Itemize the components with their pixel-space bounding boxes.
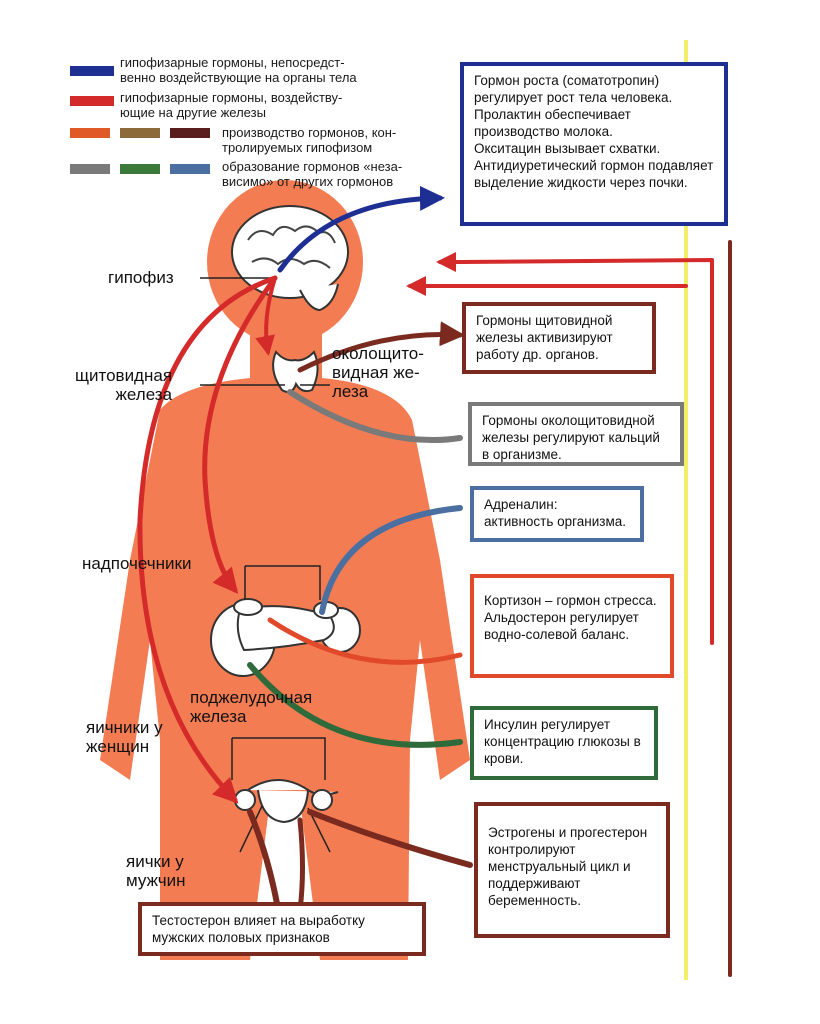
label-testes: яички у мужчин <box>126 852 186 890</box>
label-pituitary: гипофиз <box>108 268 174 287</box>
legend-independent-text: образование гормонов «неза- висимо» от д… <box>222 159 403 189</box>
box-parathyroid-hormones: Гормоны околощитовидной железы регулирую… <box>468 402 684 466</box>
box-cortisone: Кортизон – гормон стресса. Альдостерон р… <box>470 574 674 678</box>
box-adrenaline: Адреналин: активность организма. <box>470 486 644 542</box>
ovaries-icon <box>234 779 339 824</box>
thyroid-icon <box>272 350 319 393</box>
box-pituitary-line-2: Пролактин обеспечивает производство моло… <box>474 107 631 139</box>
box-pituitary-line-3: Окситацин вызывает схватки. <box>474 141 661 156</box>
legend-blue-text: гипофизарные гормоны, непосредст- венно … <box>120 55 357 85</box>
box-thyroid-hormones: Гормоны щитовидной железы активизируют р… <box>462 302 656 374</box>
box-estrogen: Эстрогены и прогестерон контролируют мен… <box>474 802 670 938</box>
label-parathyroid: околощито- видная же- леза <box>332 344 424 401</box>
box-pituitary-hormones: Гормон роста (соматотропин) регулирует р… <box>460 62 728 226</box>
label-ovaries: яичники у женщин <box>86 718 163 756</box>
box-insulin: Инсулин регулирует концентрацию глюкозы … <box>470 706 658 780</box>
head-brain-icon <box>231 205 349 312</box>
legend-red-text: гипофизарные гормоны, воздейству- ющие н… <box>120 90 343 120</box>
label-thyroid: щитовидная железа <box>75 366 173 404</box>
box-pituitary-line-4: Антидиуретический гормон подавляет выдел… <box>474 158 714 190</box>
label-adrenals: надпочечники <box>82 554 192 573</box>
hormone-arrows <box>137 185 732 977</box>
box-testosterone: Тестостерон влияет на выработку мужских … <box>138 902 426 956</box>
box-pituitary-line-1: Гормон роста (соматотропин) регулирует р… <box>474 73 673 105</box>
legend-swatches <box>70 66 210 174</box>
label-pancreas: поджелудочная железа <box>190 688 313 726</box>
legend-controlled-text: производство гормонов, кон- тролируемых … <box>222 125 397 155</box>
